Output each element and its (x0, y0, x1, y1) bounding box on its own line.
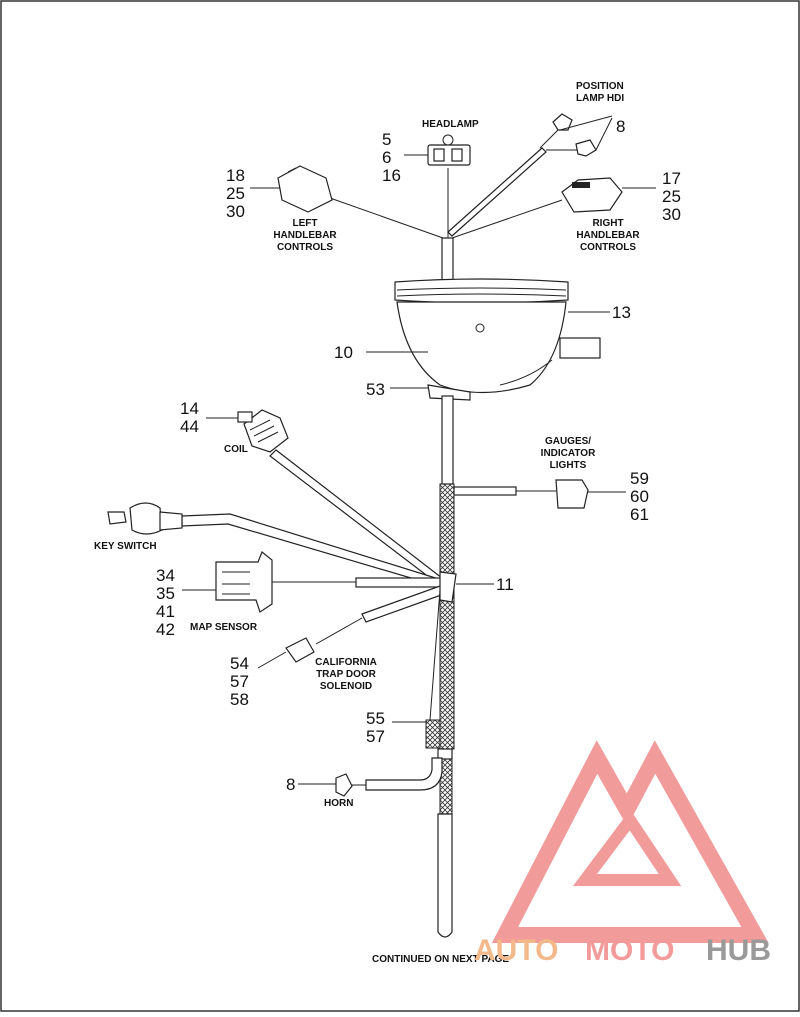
california-branch (285, 585, 445, 663)
callout-position-lamp: 8 (616, 117, 625, 136)
callout-nacelle-body: 10 (334, 343, 353, 362)
callout-map-1: 34 (156, 566, 175, 585)
callout-left-controls-2: 25 (226, 184, 245, 203)
caption-headlamp: HEADLAMP (422, 119, 479, 130)
callout-map-3: 41 (156, 602, 175, 621)
caption-key-switch: KEY SWITCH (94, 541, 157, 552)
callout-horn: 8 (286, 775, 295, 794)
headlamp-connector (427, 134, 471, 166)
caption-right-controls-1: RIGHT (592, 218, 623, 229)
callout-gauges-2: 60 (630, 487, 649, 506)
callout-left-controls-1: 18 (226, 166, 245, 185)
lower-branch-wire (429, 589, 441, 721)
callout-map-4: 42 (156, 620, 175, 639)
left-controls-connector (277, 165, 333, 213)
caption-continued: CONTINUED ON NEXT PAGE (372, 954, 509, 965)
caption-california-1: CALIFORNIA (315, 657, 377, 668)
coil-branch (237, 409, 443, 585)
callout-gauges-1: 59 (630, 469, 649, 488)
callout-california-2: 57 (230, 672, 249, 691)
position-lamp-wire (447, 147, 547, 237)
callout-coil-2: 44 (180, 417, 199, 436)
caption-california-2: TRAP DOOR (316, 669, 377, 680)
callout-nacelle-bottom: 53 (366, 380, 385, 399)
headlamp-nacelle (394, 278, 601, 401)
right-controls-wire (451, 199, 563, 239)
callout-california-3: 58 (230, 690, 249, 709)
callout-coil-1: 14 (180, 399, 199, 418)
position-lamp-connectors (552, 113, 597, 157)
caption-coil: COIL (224, 444, 248, 455)
caption-gauges-1: GAUGES/ (545, 436, 591, 447)
junction-11 (439, 571, 457, 603)
caption-gauges-2: INDICATOR (541, 448, 596, 459)
callout-right-controls-2: 25 (662, 187, 681, 206)
callout-right-controls-3: 30 (662, 205, 681, 224)
callout-clip-1: 55 (366, 709, 385, 728)
caption-left-controls-3: CONTROLS (277, 242, 333, 253)
callout-headlamp-3: 16 (382, 166, 401, 185)
callout-clip-2: 57 (366, 727, 385, 746)
callout-headlamp-1: 5 (382, 130, 391, 149)
caption-position-lamp-1: POSITION (576, 81, 624, 92)
caption-horn: HORN (324, 798, 353, 809)
callout-right-controls-1: 17 (662, 169, 681, 188)
gauges-connector (555, 479, 589, 509)
caption-position-lamp-2: LAMP HDI (576, 93, 624, 104)
caption-map-sensor: MAP SENSOR (190, 622, 258, 633)
callout-headlamp-2: 6 (382, 148, 391, 167)
right-controls-connector (561, 177, 623, 213)
watermark-hub: HUB (706, 934, 771, 967)
watermark-moto: MOTO (585, 934, 674, 967)
caption-right-controls-2: HANDLEBAR (576, 230, 640, 241)
callout-left-controls-3: 30 (226, 202, 245, 221)
callout-map-2: 35 (156, 584, 175, 603)
horn-branch (335, 757, 443, 797)
caption-left-controls-1: LEFT (293, 218, 318, 229)
caption-right-controls-3: CONTROLS (580, 242, 636, 253)
trunk-upper (441, 237, 454, 281)
leader-lines (182, 115, 656, 785)
callout-california-1: 54 (230, 654, 249, 673)
trunk-conduit (439, 483, 455, 750)
caption-california-3: SOLENOID (320, 681, 372, 692)
trunk-end (437, 813, 453, 938)
trunk-mid (441, 395, 454, 485)
gauges-wire (453, 486, 517, 496)
callout-junction: 11 (496, 575, 514, 594)
clip-55-57 (425, 719, 441, 749)
caption-left-controls-2: HANDLEBAR (273, 230, 337, 241)
caption-gauges-3: LIGHTS (550, 460, 587, 471)
left-controls-wire (329, 197, 444, 239)
callout-nacelle-top: 13 (612, 303, 631, 322)
position-lamp-branch (539, 127, 578, 151)
callout-gauges-3: 61 (630, 505, 649, 524)
watermark-auto: AUTO (474, 934, 558, 967)
watermark-logo (491, 740, 769, 943)
